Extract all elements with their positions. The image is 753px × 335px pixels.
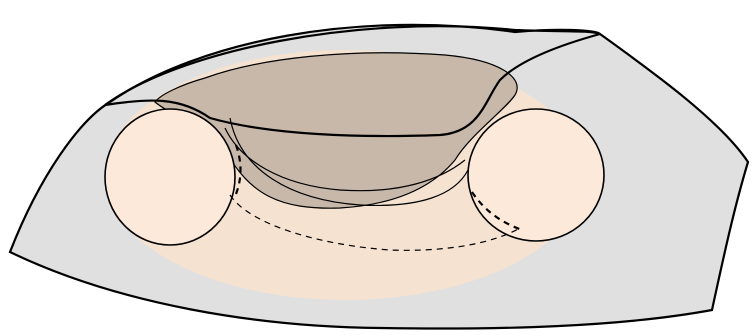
right-circle: [468, 109, 604, 241]
left-circle: [105, 109, 235, 245]
